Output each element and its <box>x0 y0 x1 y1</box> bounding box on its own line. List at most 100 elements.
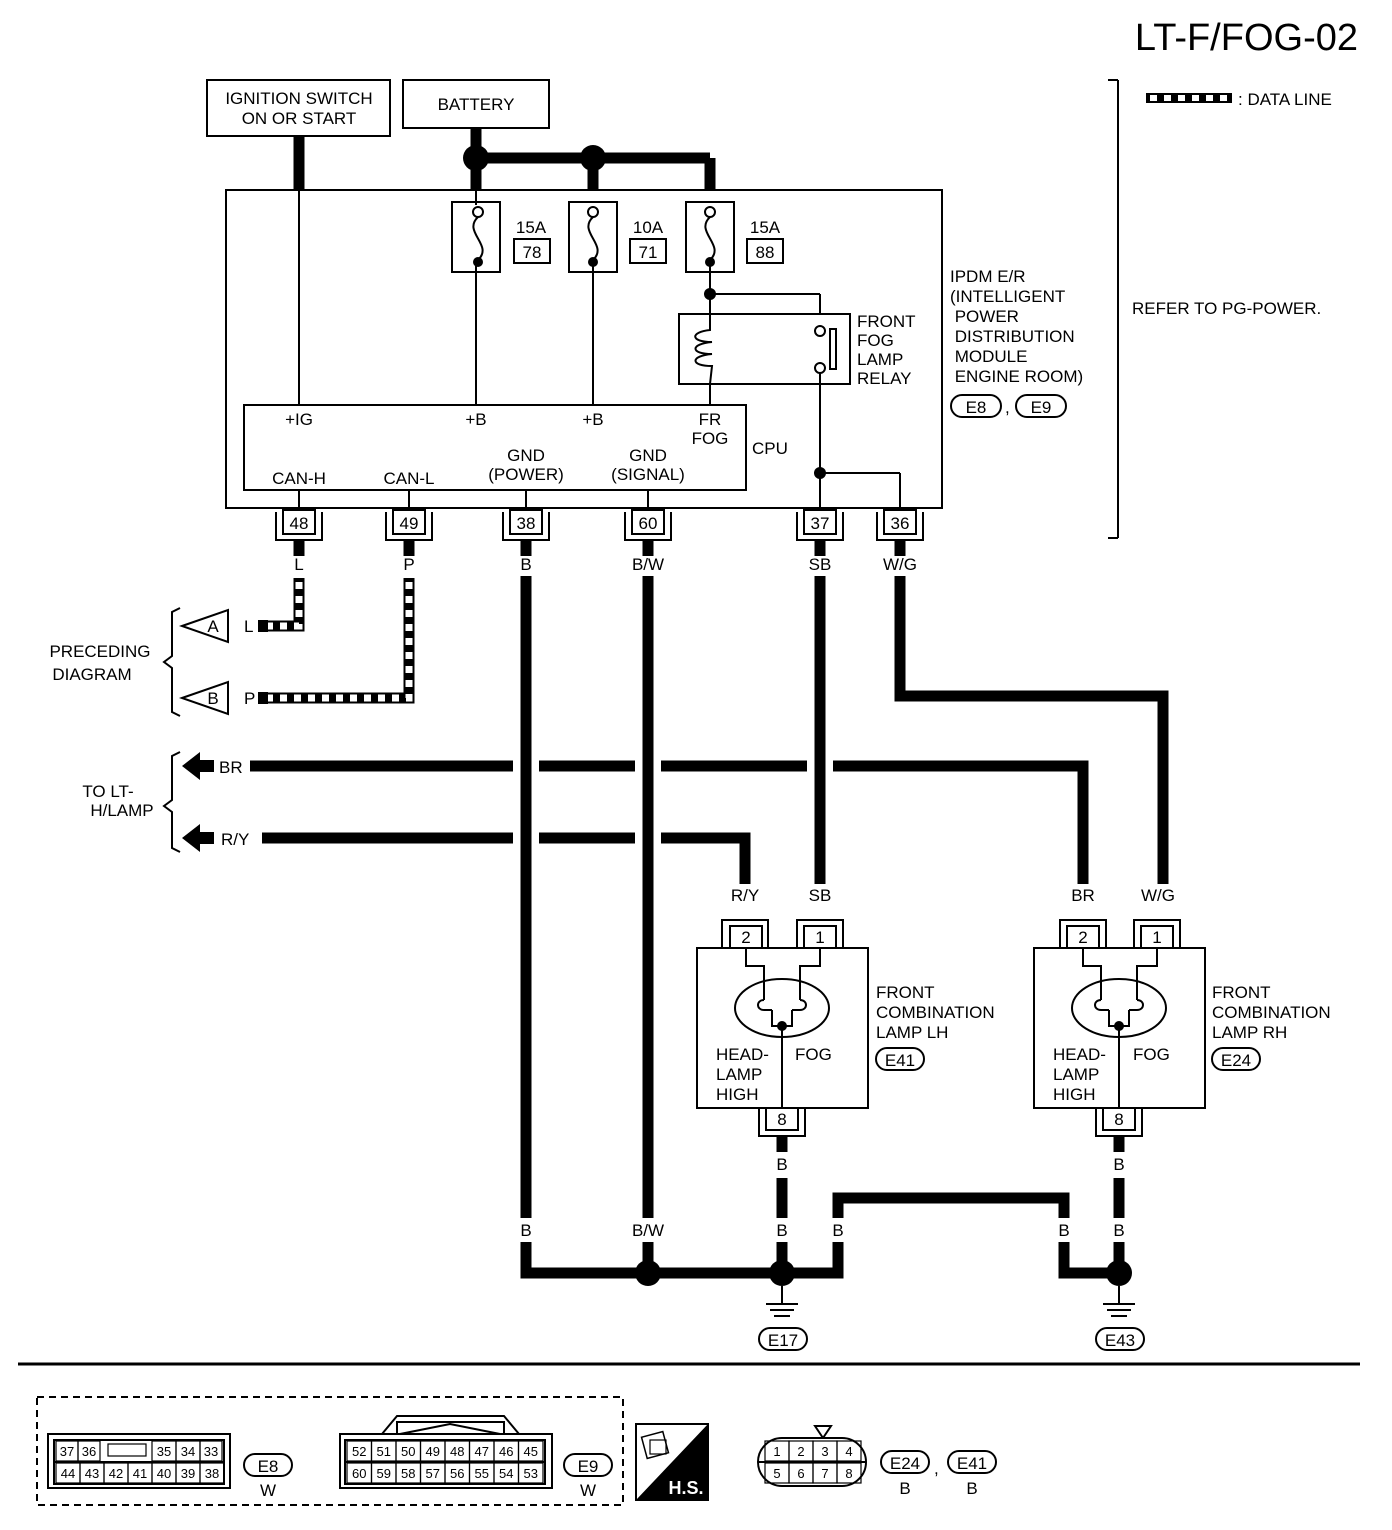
rh-name-3: LAMP RH <box>1212 1023 1287 1042</box>
lh-pin8: 8 <box>777 1110 786 1129</box>
relay-label-2: FOG <box>857 331 894 350</box>
page-code: LT-F/FOG-02 <box>1135 17 1358 59</box>
ipdm-label: IPDM E/R (INTELLIGENT POWER DISTRIBUTION… <box>950 267 1083 418</box>
ipdm-line-3: POWER <box>950 307 1019 326</box>
e9-pin-51: 51 <box>377 1444 391 1459</box>
lh-pin2: 2 <box>741 928 750 947</box>
e9-pin-56: 56 <box>450 1466 464 1481</box>
ipdm-line-2: (INTELLIGENT <box>950 287 1065 306</box>
cpu-gnd-signal-1: GND <box>629 446 667 465</box>
lh-pin1: 1 <box>815 928 824 947</box>
can-h-wire <box>258 540 305 632</box>
preceding-a-wire: L <box>244 617 253 636</box>
terminal-48: 48 <box>275 509 323 541</box>
wire-color-38: B <box>520 555 531 574</box>
lamp-pin-8: 8 <box>845 1466 852 1481</box>
ground-label-1: B <box>520 1221 531 1240</box>
e8-pin-41: 41 <box>133 1466 147 1481</box>
lamp-pin-2: 2 <box>797 1444 804 1459</box>
lh-name-1: FRONT <box>876 983 935 1002</box>
to-hlamp-ry: R/Y <box>221 830 249 849</box>
e9-pin-45-cell <box>517 1440 544 1462</box>
ground-wires: B B/W B B B B <box>520 1136 1132 1286</box>
lamp-conn-sep: , <box>934 1459 939 1478</box>
wire-color-60: B/W <box>632 555 664 574</box>
to-hlamp-label-1: TO LT- <box>82 782 133 801</box>
lh-wire1-label: SB <box>809 886 832 905</box>
front-combination-lamp-rh: BR W/G 2 1 HEAD- LAMP HIGH FOG 8 FRONT C… <box>1033 886 1331 1174</box>
rh-wire2-label: BR <box>1071 886 1095 905</box>
terminal-36-label: 36 <box>891 514 910 533</box>
cpu-label: CPU <box>752 439 788 458</box>
e9-pin-59: 59 <box>377 1466 391 1481</box>
e8-pin-33: 33 <box>204 1444 218 1459</box>
front-fog-lamp-relay: FRONT FOG LAMP RELAY <box>678 288 916 520</box>
terminal-37-label: 37 <box>811 514 830 533</box>
e8-pin-34: 34 <box>181 1444 195 1459</box>
rh-pin8: 8 <box>1114 1110 1123 1129</box>
preceding-a: A <box>207 617 219 636</box>
terminal-37: 37 <box>796 509 844 541</box>
ground-label-6: B <box>1113 1221 1124 1240</box>
battery-box <box>402 79 550 129</box>
terminal-38: 38 <box>502 509 550 541</box>
e9-pin-57: 57 <box>426 1466 440 1481</box>
preceding-diagram: PRECEDING DIAGRAM A L B P <box>49 607 268 717</box>
e8-pin-35: 35 <box>157 1444 171 1459</box>
lh-wire2-label: R/Y <box>731 886 759 905</box>
fuse-78-number: 78 <box>523 243 542 262</box>
rh-name-1: FRONT <box>1212 983 1271 1002</box>
lamp-conn-e24: E24 <box>890 1454 920 1473</box>
cpu-gnd-power-2: (POWER) <box>488 465 564 484</box>
lamp-conn-e41: E41 <box>957 1454 987 1473</box>
ground-label-2: B/W <box>632 1221 664 1240</box>
fuse-88: 15A 88 <box>685 201 784 315</box>
e8-pin-36: 36 <box>82 1444 96 1459</box>
ground-label-5: B <box>1058 1221 1069 1240</box>
terminal-49-label: 49 <box>400 514 419 533</box>
cpu-pin-ig: +IG <box>285 410 313 429</box>
to-h-lamp: TO LT- H/LAMP BR R/Y <box>82 751 249 853</box>
terminal-60-label: 60 <box>639 514 658 533</box>
preceding-b-wire: P <box>244 689 255 708</box>
e9-pin-54: 54 <box>499 1466 513 1481</box>
fuse-78: 15A 78 <box>451 190 551 405</box>
lamp-pin-7: 7 <box>821 1466 828 1481</box>
e9-pin-50: 50 <box>401 1444 415 1459</box>
cpu-can-l: CAN-L <box>383 469 434 488</box>
rh-pin1: 1 <box>1152 928 1161 947</box>
cpu-gnd-signal-2: (SIGNAL) <box>611 465 685 484</box>
e8-pin-36-cell <box>77 1440 101 1462</box>
e8-pin-42: 42 <box>109 1466 123 1481</box>
ground-label-3: B <box>776 1221 787 1240</box>
lamp-color-e24: B <box>899 1479 910 1498</box>
preceding-label-2: DIAGRAM <box>52 665 131 684</box>
rh-pin2: 2 <box>1078 928 1087 947</box>
lh-conn: E41 <box>885 1051 915 1070</box>
wire-color-36: W/G <box>883 555 917 574</box>
can-l-wire <box>258 540 415 704</box>
e9-pin-53: 53 <box>524 1466 538 1481</box>
cpu-gnd-power-1: GND <box>507 446 545 465</box>
cpu-pin-fr: FR <box>699 410 722 429</box>
lh-head-3: HIGH <box>716 1085 759 1104</box>
refer-text: REFER TO PG-POWER. <box>1132 299 1321 318</box>
terminal-36: 36 <box>876 509 924 541</box>
rh-head-1: HEAD- <box>1053 1045 1106 1064</box>
ground-e43-label: E43 <box>1105 1331 1135 1350</box>
relay-label-1: FRONT <box>857 312 916 331</box>
lamp-pin-4-cell <box>836 1440 862 1462</box>
ipdm-conn-e8: E8 <box>966 398 987 417</box>
e8-color: W <box>260 1481 276 1500</box>
lh-head-1: HEAD- <box>716 1045 769 1064</box>
rh-conn: E24 <box>1221 1051 1251 1070</box>
lamp-pin-1: 1 <box>773 1444 780 1459</box>
wire-color-49: P <box>403 555 414 574</box>
lamp-pin-3: 3 <box>821 1444 828 1459</box>
lh-name-3: LAMP LH <box>876 1023 948 1042</box>
e9-pin-53-cell <box>517 1462 544 1484</box>
fuse-78-rating: 15A <box>516 218 547 237</box>
e9-color: W <box>580 1481 596 1500</box>
lamp-pin-8-cell <box>836 1462 862 1484</box>
